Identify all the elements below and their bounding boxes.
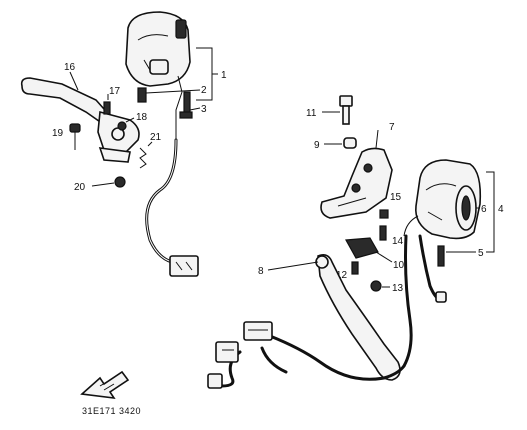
callout-18: 18 bbox=[136, 112, 148, 123]
callout-6: 6 bbox=[481, 204, 487, 215]
callout-20: 20 bbox=[74, 182, 86, 193]
part-20-nut bbox=[114, 176, 126, 188]
part-21-spring bbox=[139, 147, 147, 169]
part-9-collar bbox=[343, 137, 357, 149]
part-15-screw bbox=[379, 209, 389, 219]
leader-20 bbox=[91, 182, 115, 187]
part-11-bolt bbox=[339, 95, 353, 125]
callout-1: 1 bbox=[221, 70, 227, 81]
callout-12: 12 bbox=[336, 270, 348, 281]
callout-9: 9 bbox=[314, 140, 320, 151]
callout-21: 21 bbox=[150, 132, 162, 143]
callout-10: 10 bbox=[393, 260, 405, 271]
part-17-bolt bbox=[103, 94, 111, 115]
callout-19: 19 bbox=[52, 128, 64, 139]
leader-7 bbox=[375, 129, 379, 149]
callout-bracket-4 bbox=[476, 171, 495, 253]
right-switch-cable bbox=[402, 234, 447, 368]
leader-16 bbox=[69, 71, 79, 91]
callout-5: 5 bbox=[478, 248, 484, 259]
callout-4: 4 bbox=[498, 204, 504, 215]
leader-18 bbox=[125, 117, 135, 123]
left-switch-cable bbox=[145, 138, 199, 277]
callout-2: 2 bbox=[201, 85, 207, 96]
harness-connector-c bbox=[207, 373, 223, 389]
harness-connector-b bbox=[215, 341, 239, 363]
clutch-lever bbox=[20, 77, 140, 163]
wire-harness bbox=[207, 321, 406, 389]
callout-15: 15 bbox=[390, 192, 402, 203]
part-18-nut bbox=[117, 121, 127, 131]
part-19-bolt bbox=[69, 123, 81, 150]
callout-11: 11 bbox=[306, 108, 317, 119]
part-5-screw bbox=[437, 245, 445, 267]
left-screws bbox=[137, 87, 193, 119]
callout-3: 3 bbox=[201, 104, 207, 115]
right-switch-assembly bbox=[403, 159, 482, 240]
left-switch-assembly bbox=[125, 11, 191, 140]
lever-bracket bbox=[320, 147, 393, 219]
leader-8 bbox=[267, 261, 319, 271]
brake-lever bbox=[315, 254, 401, 381]
part-14-screw bbox=[379, 225, 387, 241]
forward-arrow-icon bbox=[80, 370, 130, 400]
part-13-screw bbox=[370, 280, 382, 292]
callout-13: 13 bbox=[392, 283, 404, 294]
part-12-screw bbox=[351, 261, 359, 275]
left-connector bbox=[169, 255, 199, 277]
leader-21 bbox=[147, 141, 153, 147]
harness-connector-a bbox=[243, 321, 273, 341]
callout-8: 8 bbox=[258, 266, 264, 277]
callout-17: 17 bbox=[109, 86, 121, 97]
callout-7: 7 bbox=[389, 122, 395, 133]
part-code: 31E171 3420 bbox=[82, 406, 141, 416]
part-10-switch bbox=[345, 237, 393, 263]
callout-16: 16 bbox=[64, 62, 76, 73]
callout-14: 14 bbox=[392, 236, 404, 247]
callout-bracket-1 bbox=[145, 47, 218, 111]
